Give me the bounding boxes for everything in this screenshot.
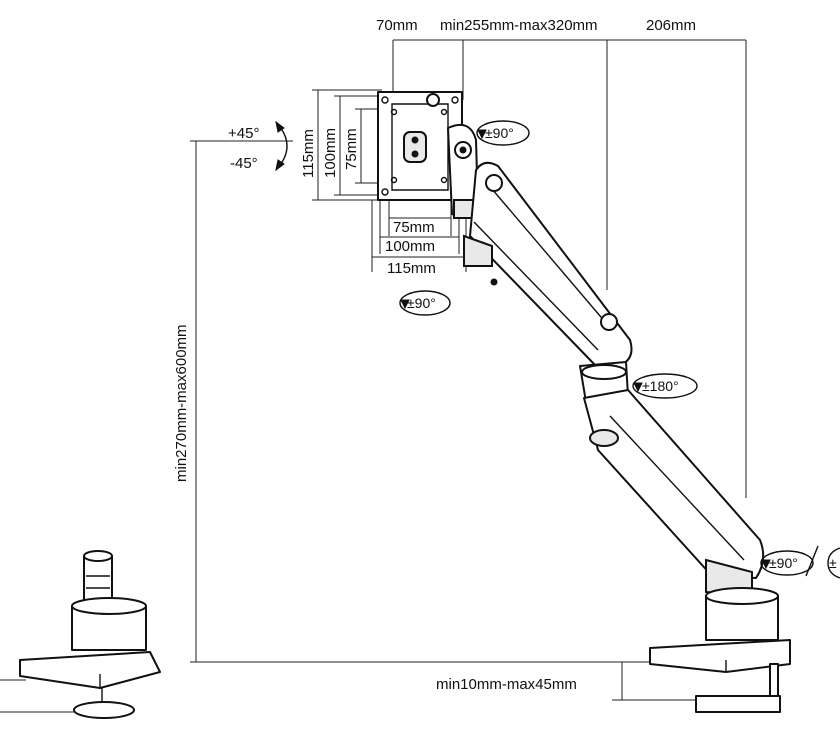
label-rotate-base-cut: ± [829,555,837,571]
right-base [649,587,791,713]
upper-arm [463,161,633,367]
label-vesa-100-vertical: 100mm [322,128,339,178]
label-rotate-head: ±90° [485,125,514,141]
label-206mm: 206mm [646,17,696,34]
label-70mm: 70mm [376,17,418,34]
label-rotate-base: ±90° [769,555,798,571]
rotation-icon-elbow [632,373,698,399]
vesa-horizontal-dimensions [371,200,467,272]
label-vesa-115-horizontal: 115mm [387,260,436,277]
label-rotate-plate: ±90° [407,295,436,311]
label-vesa-75-horizontal: 75mm [393,219,435,236]
height-dimension-line [190,140,650,663]
rotation-icon-head [476,120,530,146]
label-tilt-down: -45° [230,155,258,172]
label-vesa-100-horizontal: 100mm [385,238,435,255]
label-vesa-115-vertical: 115mm [300,129,317,178]
label-rotate-elbow: ±180° [642,378,679,394]
label-height-range: min270mm-max600mm [173,324,190,482]
rotation-icon-base [760,545,840,579]
label-arm-length: min255mm-max320mm [440,17,598,34]
label-vesa-75-vertical: 75mm [343,128,360,170]
vesa-vertical-dimensions [312,89,382,201]
rotation-icon-plate [399,290,451,316]
label-desk-thickness: min10mm-max45mm [436,676,577,693]
tilt-arrow-icon [275,120,288,172]
top-dimension-lines [392,39,747,498]
label-tilt-up: +45° [228,125,259,142]
desk-thickness-dimension [612,662,700,701]
left-base [0,550,161,719]
lower-arm [583,389,765,598]
